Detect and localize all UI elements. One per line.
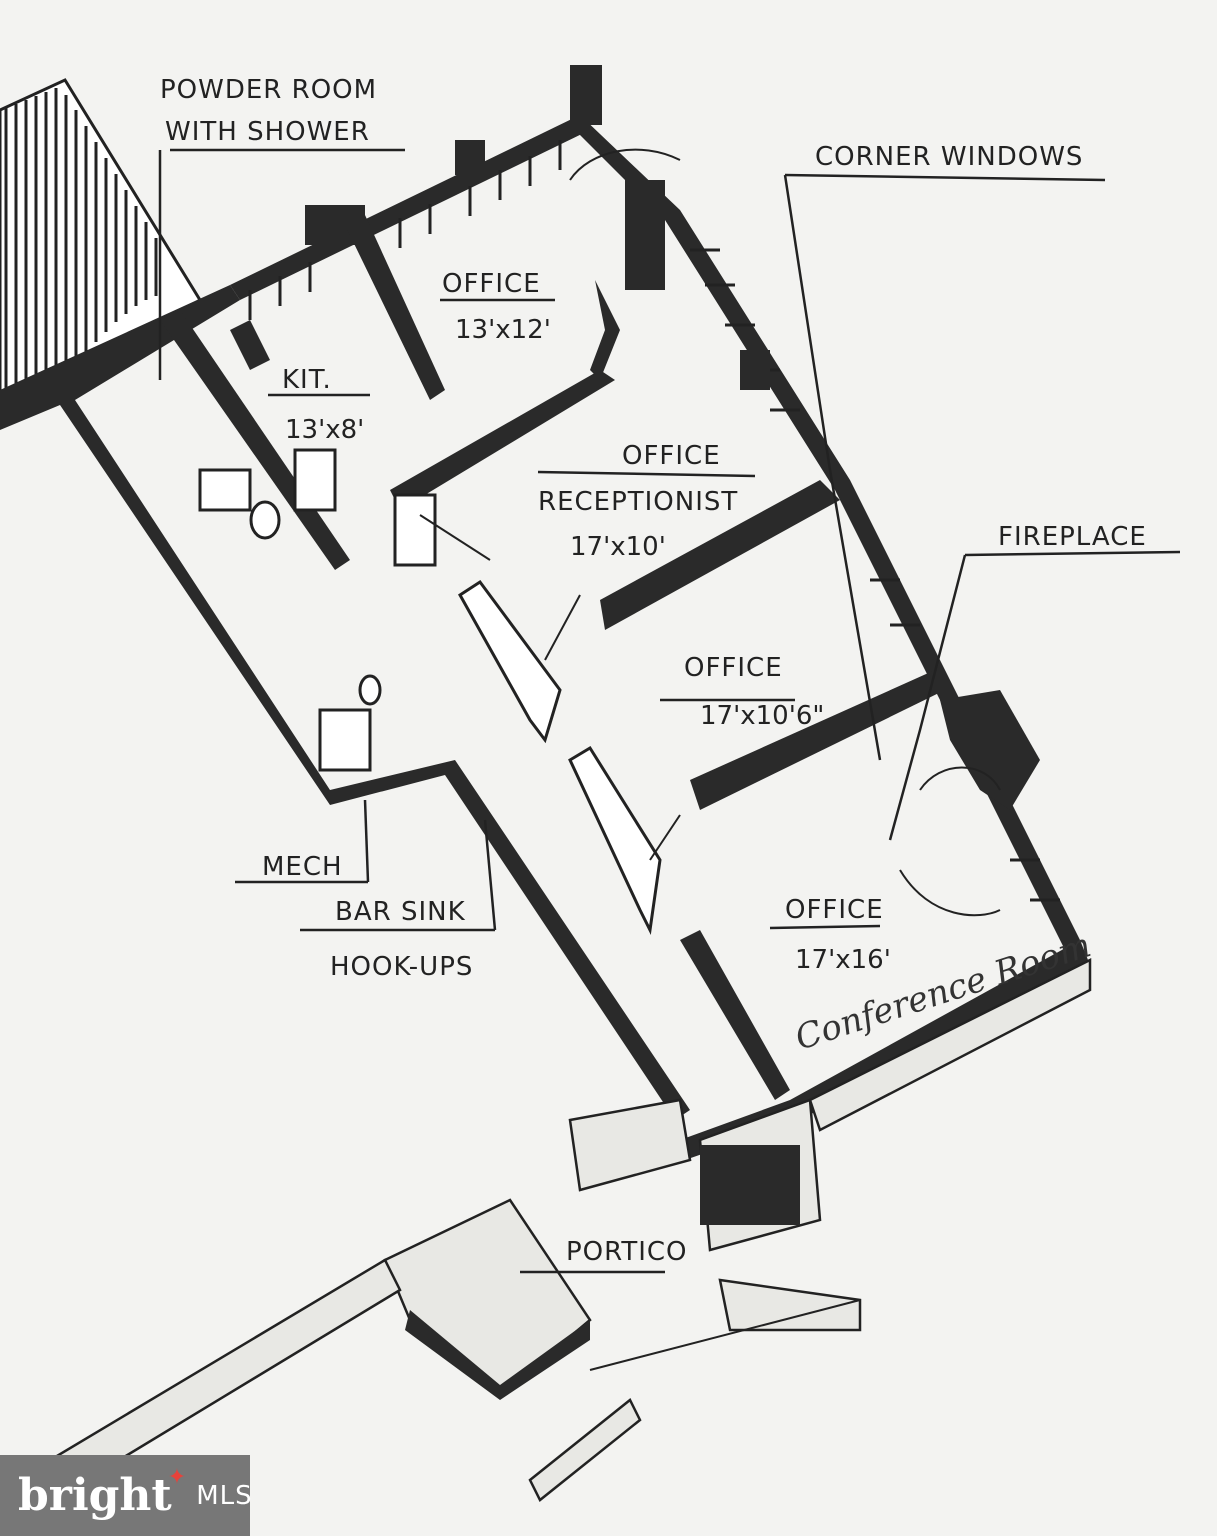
corner-post [570, 65, 602, 125]
watermark-star-icon: ✦ [167, 1465, 187, 1490]
label-office-a-dim: 13'x12' [455, 315, 551, 345]
label-bar-sink: BAR SINK [335, 897, 466, 927]
watermark-suffix: MLS [196, 1480, 253, 1511]
label-powder-room: POWDER ROOM [160, 75, 377, 105]
door-swings [419, 148, 1001, 917]
label-portico: PORTICO [566, 1237, 688, 1267]
right-windows [690, 248, 1060, 902]
front-walls [0, 957, 1092, 1522]
window-block [740, 350, 770, 390]
corner-window-block [625, 180, 665, 290]
label-receptionist: RECEPTIONIST [538, 487, 738, 517]
label-fireplace: FIREPLACE [998, 522, 1147, 552]
label-office-a: OFFICE [442, 269, 541, 299]
label-office-b: OFFICE [622, 441, 721, 471]
label-kit: KIT. [282, 365, 332, 395]
label-with-shower: WITH SHOWER [165, 117, 370, 147]
label-hook-ups: HOOK-UPS [330, 952, 473, 982]
roof-hatch [0, 78, 203, 422]
label-office-d: OFFICE [785, 895, 884, 925]
interior-walls [160, 215, 1040, 1100]
label-mech: MECH [262, 852, 343, 882]
watermark-brand: bright [18, 1470, 172, 1521]
label-office-c-dim: 17'x10'6" [700, 701, 824, 731]
fixtures [198, 448, 437, 772]
label-office-c: OFFICE [684, 653, 783, 683]
label-kit-dim: 13'x8' [285, 415, 364, 445]
label-office-d-dim: 17'x16' [795, 945, 891, 975]
bright-mls-watermark: bright ✦ MLS [0, 1455, 253, 1536]
leader-lines [158, 148, 1181, 1274]
exterior-walls [0, 115, 1090, 1160]
label-office-b-dim: 17'x10' [570, 532, 666, 562]
window-block [455, 140, 485, 175]
label-corner-windows: CORNER WINDOWS [815, 142, 1083, 172]
top-windows [248, 140, 562, 320]
